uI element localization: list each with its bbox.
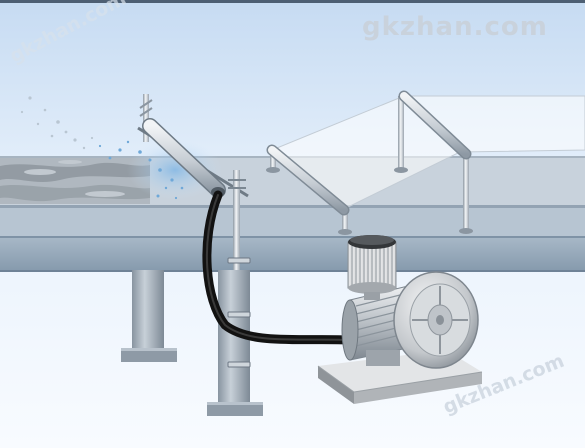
air-knife	[137, 94, 249, 198]
intake-filter	[347, 235, 397, 300]
conveyor-frame	[0, 207, 585, 272]
film-rollers	[266, 90, 472, 216]
water-spray	[20, 96, 223, 200]
blower-housing	[393, 271, 479, 369]
air-hose	[202, 190, 355, 345]
wet-product	[0, 158, 150, 204]
blower-motor	[341, 285, 409, 366]
roller-stands	[266, 96, 473, 235]
hose-clamps	[227, 257, 251, 368]
